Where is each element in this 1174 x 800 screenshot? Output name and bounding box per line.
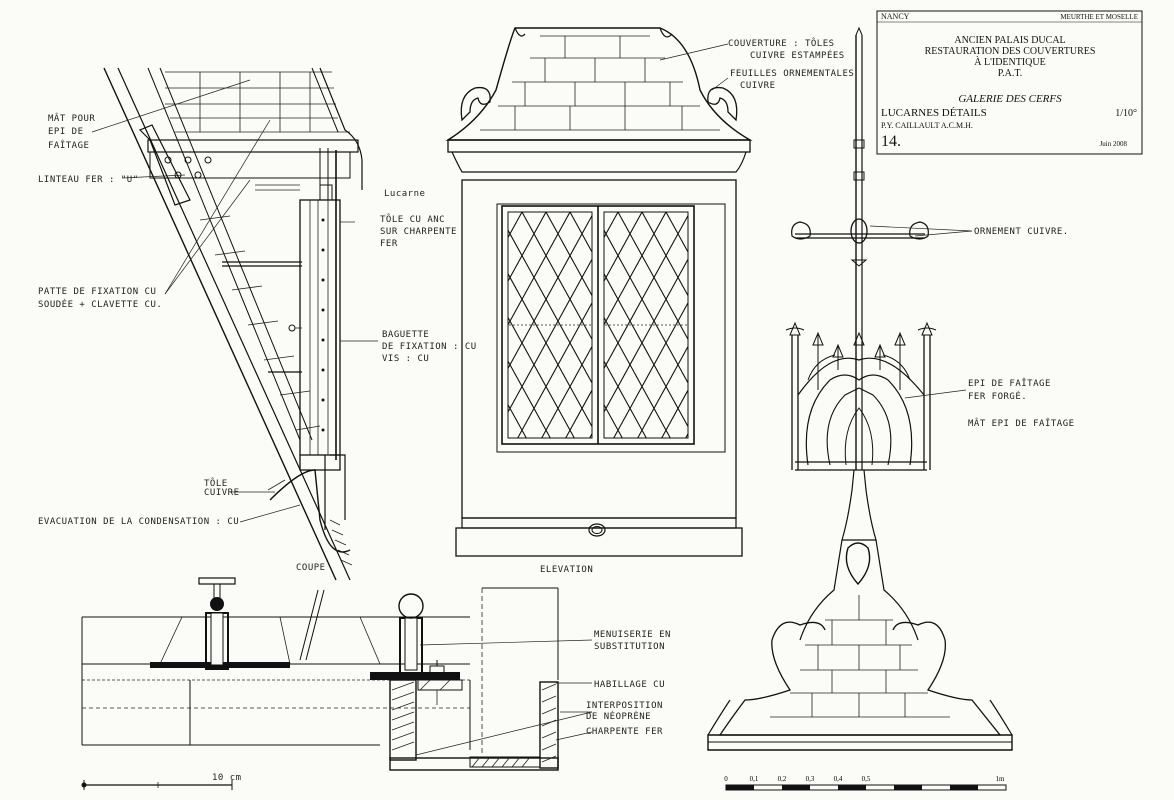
label-baguette-2: DE FIXATION : CU xyxy=(382,342,477,352)
scale-tick-label: 0,3 xyxy=(806,775,815,783)
handle-post-right xyxy=(398,593,424,677)
label-tole-cuivre-1: TÔLE xyxy=(204,477,228,489)
cartouche-city: NANCY xyxy=(881,12,910,21)
label-coupe-note: Lucarne xyxy=(384,189,425,199)
cartouche-date: Juin 2008 xyxy=(1100,140,1128,148)
ornamental-leaf-right xyxy=(707,86,738,122)
scale-tick-label: 0,5 xyxy=(862,775,871,783)
handle-post-left xyxy=(198,577,236,670)
scale-bar-right: 0 0,1 0,2 0,3 0,4 0,5 1m xyxy=(724,775,1007,791)
scale-bar-left: 10 cm xyxy=(81,773,242,790)
label-tole-2: SUR CHARPENTE xyxy=(380,227,457,237)
label-couverture-1: COUVERTURE : TÔLES xyxy=(728,37,835,49)
scale-tick-label: 0,1 xyxy=(750,775,759,783)
cartouche-department: MEURTHE ET MOSELLE xyxy=(1060,13,1138,21)
cartouche-sheet-number: 14. xyxy=(881,133,901,150)
ornamental-leaf-left xyxy=(460,86,491,122)
label-tole-3: FER xyxy=(380,239,398,249)
label-tole-cuivre-2: CUIVRE xyxy=(204,488,240,498)
label-interposition-1: INTERPOSITION xyxy=(586,701,663,711)
cartouche-subject: LUCARNES DÉTAILS xyxy=(881,107,987,119)
scale-tick-label: 0,2 xyxy=(778,775,787,783)
cartouche-scale: 1/10° xyxy=(1115,108,1137,119)
label-epi-1: EPI DE FAÎTAGE xyxy=(968,377,1051,389)
frame-screws xyxy=(321,218,325,432)
label-feuilles-1: FEUILLES ORNEMENTALES xyxy=(730,69,854,79)
title-cartouche: NANCY MEURTHE ET MOSELLE ANCIEN PALAIS D… xyxy=(876,10,1143,155)
finial-mast-detail: ORNEMENT CUIVRE. EPI DE FAÎTAGE FER FORG… xyxy=(707,26,1075,751)
label-baguette-1: BAGUETTE xyxy=(382,330,429,340)
label-habillage: HABILLAGE CU xyxy=(594,680,665,690)
label-couverture-2: CUIVRE ESTAMPÉES xyxy=(750,49,845,61)
label-tole-1: TÔLE CU ANC xyxy=(380,213,445,225)
cartouche-building: ANCIEN PALAIS DUCAL xyxy=(954,35,1065,46)
label-ornement: ORNEMENT CUIVRE. xyxy=(974,227,1069,237)
label-mat-epi: MÂT EPI DE FAÎTAGE xyxy=(968,417,1075,429)
drain-hole xyxy=(588,523,606,537)
cartouche-project-line1: RESTAURATION DES COUVERTURES xyxy=(925,46,1096,57)
scale-tick-label: 0 xyxy=(724,775,728,783)
label-evacuation: EVACUATION DE LA CONDENSATION : CU xyxy=(38,517,239,527)
cartouche-gallery: GALERIE DES CERFS xyxy=(958,93,1062,105)
label-patte-2: SOUDÉE + CLAVETTE CU. xyxy=(38,298,162,310)
scale-left-label: 10 cm xyxy=(212,773,242,783)
scale-tick-labels: 0 0,1 0,2 0,3 0,4 0,5 1m xyxy=(724,775,1005,783)
label-menuiserie-1: MENUISERIE EN xyxy=(594,630,671,640)
cartouche-phase: P.A.T. xyxy=(998,68,1023,79)
label-faitage: FAÎTAGE xyxy=(48,139,89,151)
leaded-glass-lattice xyxy=(508,212,688,438)
label-feuilles-2: CUIVRE xyxy=(740,81,776,91)
finial-bulb xyxy=(845,542,871,586)
label-baguette-3: VIS : CU xyxy=(382,354,429,364)
label-linteau: LINTEAU FER : "U" xyxy=(38,175,139,185)
label-mat-pour: MÂT POUR xyxy=(48,112,95,124)
leaded-glass-pane xyxy=(604,212,688,438)
cartouche-architect: P.Y. CAILLAULT A.C.M.H. xyxy=(881,121,973,130)
joinery-detail-section: MENUISERIE EN SUBSTITUTION HABILLAGE CU … xyxy=(81,577,671,771)
scale-tick-label: 1m xyxy=(996,775,1006,783)
leaded-glass-pane xyxy=(508,212,592,438)
label-epi-2: FER FORGÉ. xyxy=(968,390,1027,402)
label-menuiserie-2: SUBSTITUTION xyxy=(594,642,665,652)
cartouche-project-line2: À L'IDENTIQUE xyxy=(974,56,1046,68)
label-patte-1: PATTE DE FIXATION CU xyxy=(38,287,156,297)
label-interposition-2: DE NÉOPRÈNE xyxy=(586,710,651,722)
wrought-iron-crown xyxy=(785,321,937,471)
scale-tick-label: 0,4 xyxy=(834,775,843,783)
label-epi-de: EPI DE xyxy=(48,127,84,137)
dormer-elevation-view: COUVERTURE : TÔLES CUIVRE ESTAMPÉES FEUI… xyxy=(445,27,854,575)
label-charpente: CHARPENTE FER xyxy=(586,727,663,737)
copper-ornament-arms xyxy=(791,218,929,267)
view-title-coupe: COUPE xyxy=(296,563,326,573)
view-title-elevation: ELEVATION xyxy=(540,565,593,575)
section-view-coupe: MÂT POUR EPI DE FAÎTAGE LINTEAU FER : "U… xyxy=(38,67,477,581)
